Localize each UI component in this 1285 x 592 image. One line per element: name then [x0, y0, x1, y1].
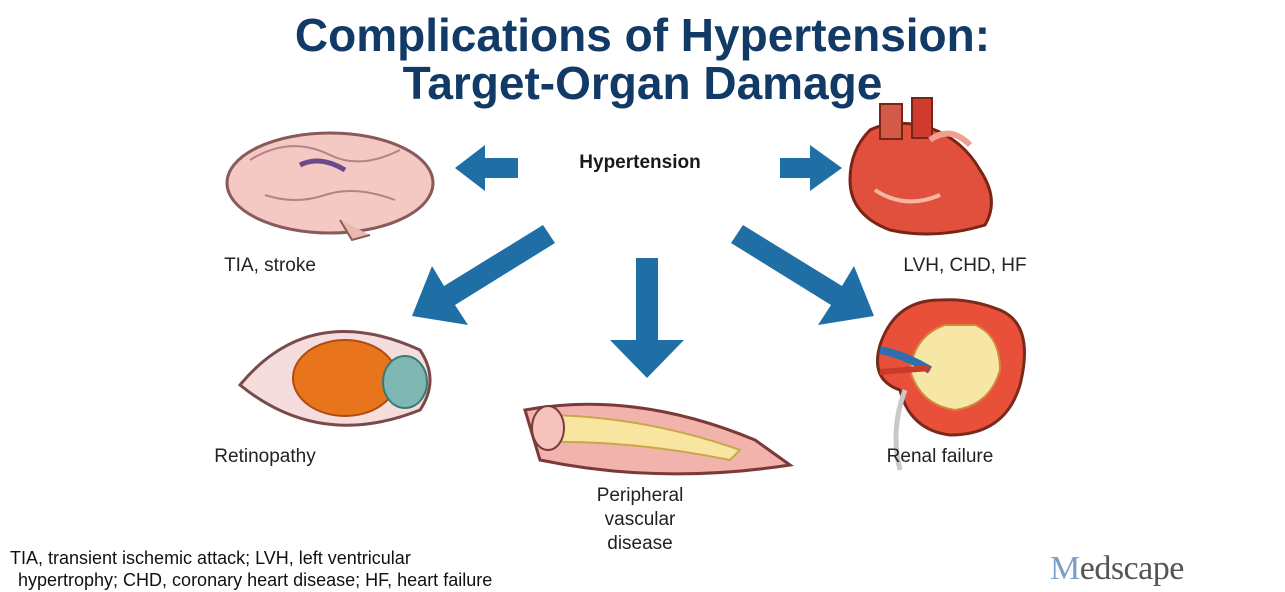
footnote-line-2: hypertrophy; CHD, coronary heart disease…	[18, 570, 492, 591]
footnote-line-1: TIA, transient ischemic attack; LVH, lef…	[10, 548, 411, 569]
vessel-label-line-3: disease	[540, 532, 740, 556]
vessel-label-line-1: Peripheral	[540, 484, 740, 508]
vessel-illustration	[525, 404, 790, 474]
kidney-label: Renal failure	[830, 446, 1050, 468]
hypertension-label: Hypertension	[530, 152, 750, 174]
brain-label: TIA, stroke	[170, 255, 370, 277]
arrows	[412, 145, 874, 378]
arrow-to-vessel	[610, 258, 684, 378]
arrow-to-eye	[412, 225, 555, 325]
brain-illustration	[227, 133, 433, 240]
eye-illustration	[240, 331, 430, 425]
logo-prefix: M	[1050, 550, 1080, 587]
medscape-logo: Medscape	[1050, 550, 1184, 588]
vessel-label: Peripheral vascular disease	[540, 484, 740, 556]
kidney-illustration	[878, 300, 1025, 470]
arrow-to-brain	[455, 145, 518, 191]
heart-label: LVH, CHD, HF	[850, 255, 1080, 277]
heart-illustration	[850, 98, 991, 234]
logo-rest: edscape	[1080, 550, 1184, 587]
eye-label: Retinopathy	[165, 446, 365, 468]
arrow-to-heart	[780, 145, 842, 191]
vessel-label-line-2: vascular	[540, 508, 740, 532]
